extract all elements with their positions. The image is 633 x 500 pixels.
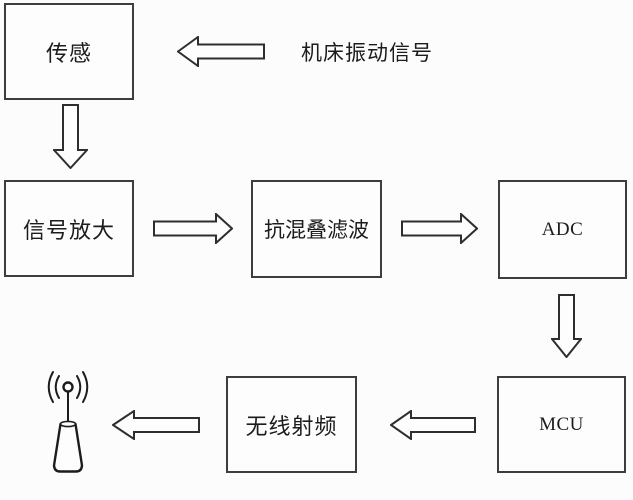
node-antialias-filter-label: 抗混叠滤波 bbox=[264, 218, 369, 242]
arrow-adc-to-mcu bbox=[551, 294, 582, 358]
node-mcu-label: MCU bbox=[539, 413, 584, 435]
node-sensor-label: 传感 bbox=[45, 40, 92, 66]
left-block-arrow-icon bbox=[112, 410, 200, 440]
right-block-arrow-icon bbox=[401, 213, 478, 244]
node-mcu: MCU bbox=[497, 376, 626, 473]
left-block-arrow-icon bbox=[177, 36, 265, 67]
down-block-arrow-icon bbox=[53, 104, 88, 169]
node-adc: ADC bbox=[498, 180, 627, 279]
node-antialias-filter: 抗混叠滤波 bbox=[251, 180, 382, 278]
node-amplifier-label: 信号放大 bbox=[22, 217, 115, 243]
arrow-signal-to-sensor bbox=[177, 36, 265, 67]
arrow-sensor-to-amplifier bbox=[53, 104, 88, 169]
left-block-arrow-icon bbox=[390, 410, 476, 440]
arrow-filter-to-adc bbox=[401, 213, 478, 244]
node-sensor: 传感 bbox=[4, 3, 134, 100]
node-amplifier: 信号放大 bbox=[4, 180, 134, 277]
node-rf: 无线射频 bbox=[226, 376, 357, 473]
arrow-amplifier-to-filter bbox=[153, 213, 233, 244]
node-adc-label: ADC bbox=[541, 218, 584, 240]
vibration-signal-label: 机床振动信号 bbox=[301, 41, 433, 65]
right-block-arrow-icon bbox=[153, 213, 233, 244]
arrow-rf-to-antenna bbox=[112, 410, 200, 440]
antenna-icon bbox=[45, 370, 91, 475]
node-rf-label: 无线射频 bbox=[245, 413, 338, 439]
down-block-arrow-icon bbox=[551, 294, 582, 358]
arrow-mcu-to-rf bbox=[390, 410, 476, 440]
